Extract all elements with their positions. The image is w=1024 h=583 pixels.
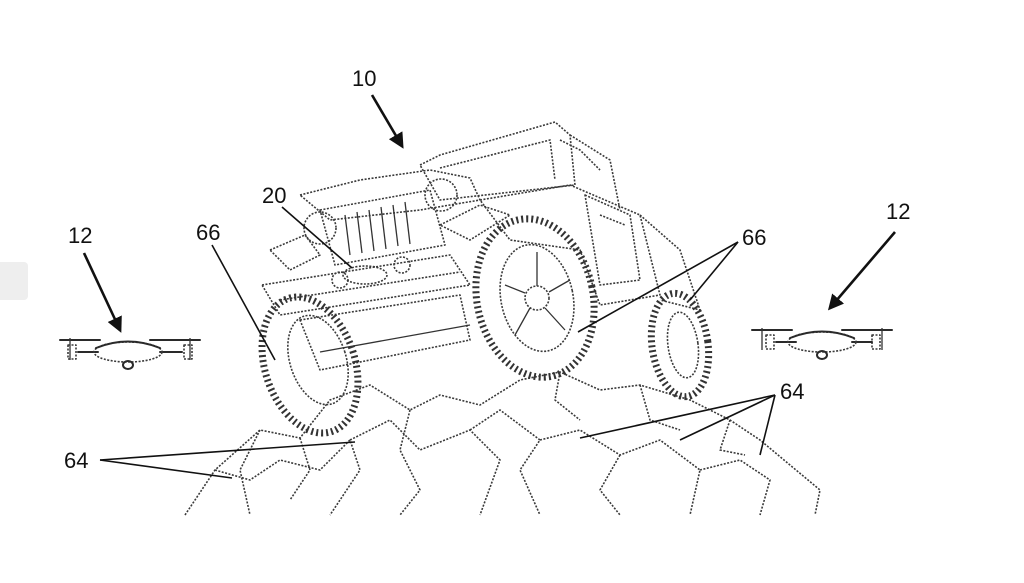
leader-66-right-a: [577, 241, 739, 333]
hood: [299, 169, 481, 221]
light-20: [342, 265, 388, 285]
arrow-10: [370, 94, 404, 149]
leader-66-left: [211, 244, 276, 361]
label-10: 10: [352, 66, 376, 91]
label-64-left: 64: [64, 448, 88, 473]
leader-64-right-a: [579, 394, 776, 439]
front-right-tire: [472, 215, 598, 381]
rear-right-tire: [647, 289, 713, 401]
fog-light-right: [393, 256, 411, 274]
label-20: 20: [262, 183, 286, 208]
fog-light-left: [331, 271, 349, 289]
arrow-12-right: [827, 231, 896, 311]
vehicle: [258, 121, 713, 437]
label-12-left: 12: [68, 223, 92, 248]
headlight-right: [424, 178, 458, 212]
windshield-frame: [419, 121, 576, 201]
front-left-tire: [258, 293, 362, 437]
front-bumper: [261, 254, 471, 316]
body-side: [479, 184, 661, 306]
label-64-right: 64: [780, 379, 804, 404]
leader-66-right-b: [689, 241, 739, 301]
leader-64-left-a: [99, 441, 356, 461]
rock-terrain: [184, 371, 821, 516]
grille: [319, 189, 446, 266]
leader-20: [281, 206, 353, 269]
drone-left: [59, 338, 201, 370]
grille-slats: [344, 201, 411, 256]
headlight-left: [303, 211, 337, 245]
label-12-right: 12: [886, 199, 910, 224]
label-66-right: 66: [742, 225, 766, 250]
left-edge-tab: [0, 262, 28, 300]
leader-64-right-c: [759, 394, 776, 456]
leader-64-right-b: [679, 394, 776, 441]
skid-plate: [299, 294, 471, 371]
drone-right: [751, 328, 893, 360]
label-66-left: 66: [196, 220, 220, 245]
leader-64-left-b: [99, 459, 233, 479]
arrow-12-left: [82, 252, 122, 333]
